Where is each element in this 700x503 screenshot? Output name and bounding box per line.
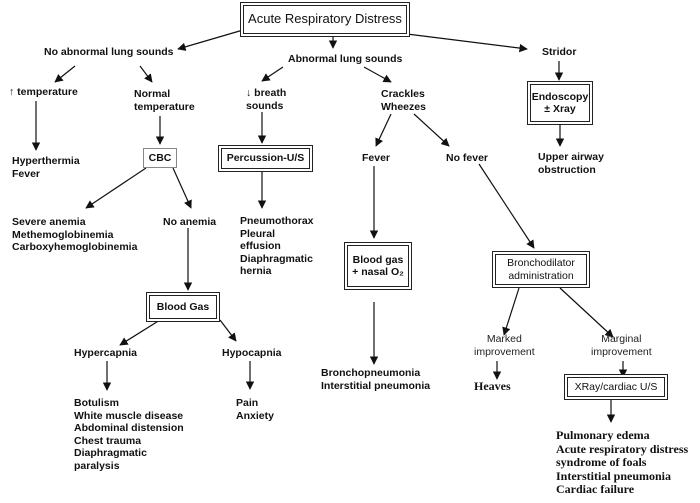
edge-no-abnormal-normal-temp <box>139 65 153 83</box>
edge-no-abnormal-up-temp <box>54 65 76 83</box>
hypercapnia: Hypercapnia <box>74 347 138 359</box>
edge-root-stridor <box>406 33 528 53</box>
marginal-causes: Pulmonary edema Acute respiratory distre… <box>556 428 689 496</box>
edge-blood-gas-hypocapnia <box>219 319 237 342</box>
xray-cardiac-box: XRay/cardiac U/S <box>567 377 665 397</box>
blood-gas-o2-box: Blood gas + nasal O₂ <box>347 245 409 287</box>
crackles-wheezes: Crackles Wheezes <box>381 88 426 113</box>
xray-cardiac-label: XRay/cardiac U/S <box>574 380 658 393</box>
edge-bronchodilator-marked <box>502 287 520 336</box>
marked-improvement: Marked improvement <box>474 333 535 358</box>
edge-blood-gas-hypercapnia <box>119 319 161 346</box>
hyperthermia-fever: Hyperthermia Fever <box>12 155 80 180</box>
up-temperature: ↑ temperature <box>9 86 78 98</box>
edge-crackles-fever <box>375 113 392 147</box>
decreased-breath-sounds: ↓ breath sounds <box>246 87 287 112</box>
no-fever-label: No fever <box>446 152 489 164</box>
cbc-box: CBC <box>143 148 177 168</box>
root-box: Acute Respiratory Distress <box>243 5 407 34</box>
upper-airway-obstruction: Upper airway obstruction <box>538 151 604 176</box>
no-abnormal-lung-sounds: No abnormal lung sounds <box>44 46 174 58</box>
no-anemia: No anemia <box>163 216 217 228</box>
abnormal-lung-sounds: Abnormal lung sounds <box>288 53 403 65</box>
edge-abnormal-crackles <box>363 66 392 83</box>
edge-cbc-severe-anemia <box>85 167 147 209</box>
marginal-improvement: Marginal improvement <box>591 333 652 358</box>
endoscopy-box: Endoscopy ± Xray <box>530 84 590 122</box>
hypocapnia-causes: Pain Anxiety <box>236 397 274 422</box>
stridor-label: Stridor <box>542 46 577 58</box>
hypercapnia-causes: Botulism White muscle disease Abdominal … <box>74 397 184 472</box>
edge-root-no-abnormal <box>177 29 244 51</box>
blood-gas-o2-label: Blood gas + nasal O₂ <box>352 253 404 279</box>
fever-causes: Bronchopneumonia Interstitial pneumonia <box>321 367 431 392</box>
endoscopy-label: Endoscopy ± Xray <box>531 90 589 116</box>
bronchodilator-label: Bronchodilator administration <box>507 257 575 282</box>
edge-abnormal-breath <box>261 66 284 82</box>
root-label: Acute Respiratory Distress <box>248 11 402 27</box>
fever-label: Fever <box>362 152 391 164</box>
heaves-label: Heaves <box>474 379 511 393</box>
edge-cbc-no-anemia <box>172 167 192 209</box>
edge-bronchodilator-marginal <box>559 287 614 338</box>
blood-gas-label: Blood Gas <box>156 300 210 313</box>
cbc-label: CBC <box>148 151 172 164</box>
blood-gas-box: Blood Gas <box>149 295 217 319</box>
severe-anemia-list: Severe anemia Methemoglobinemia Carboxyh… <box>12 216 138 253</box>
edge-crackles-no-fever <box>413 113 450 147</box>
percussion-causes: Pneumothorax Pleural effusion Diaphragma… <box>240 215 314 277</box>
percussion-label: Percussion-U/S <box>226 152 305 165</box>
percussion-box: Percussion-U/S <box>221 148 310 169</box>
normal-temperature: Normal temperature <box>134 88 195 113</box>
bronchodilator-box: Bronchodilator administration <box>495 254 587 285</box>
hypocapnia: Hypocapnia <box>222 347 282 359</box>
edge-no-fever-bronchodilator <box>478 163 535 249</box>
